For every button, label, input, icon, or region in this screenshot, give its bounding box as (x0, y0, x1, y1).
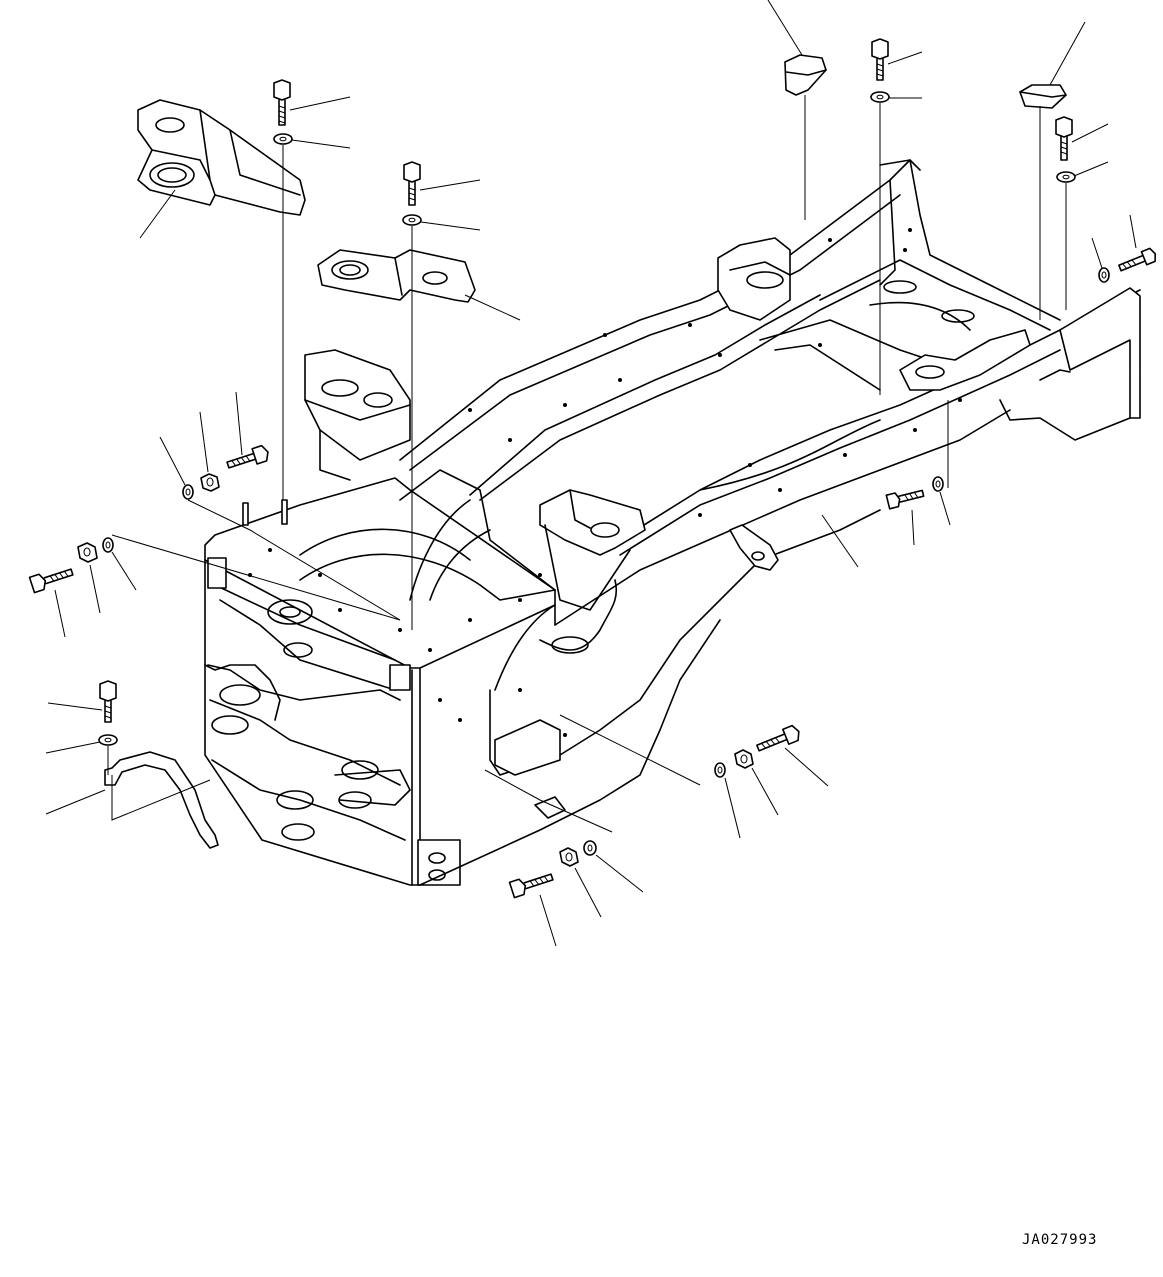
hex-bolt-icon (273, 79, 291, 126)
drawing-id-label: JA027993 (1022, 1232, 1098, 1248)
hex-bolt-icon (871, 38, 889, 81)
rear-left-mount (717, 237, 791, 321)
hex-bolt-icon (885, 489, 925, 510)
upper-center-mount-bracket (317, 249, 476, 303)
hex-bolt-icon (1055, 116, 1073, 161)
washer-icon (932, 476, 944, 492)
washer-icon (1098, 267, 1110, 283)
washer-icon (182, 484, 194, 500)
washer-icon (714, 762, 726, 778)
washer-icon (402, 214, 422, 226)
upper-left-mount-bracket (137, 99, 306, 216)
hose-clamp-bracket (104, 751, 219, 849)
leader-lines (45, 0, 1137, 947)
hex-bolt-icon (1118, 247, 1157, 272)
washer-icon (98, 734, 118, 746)
washer-icon (1056, 171, 1076, 183)
rear-right-mount (899, 329, 1031, 391)
hex-bolt-icon (99, 680, 117, 723)
hex-nut-icon (559, 847, 579, 867)
washer-icon (870, 91, 890, 103)
washer-icon (273, 133, 293, 145)
hole-pattern (248, 228, 962, 737)
fastener-set (28, 38, 1157, 899)
hex-bolt-icon (756, 724, 800, 752)
washer-icon (102, 537, 114, 553)
stopper-pad-left (784, 54, 827, 96)
right-cab-mount (539, 489, 646, 611)
lug-hook (729, 524, 779, 571)
hex-nut-icon (200, 473, 220, 492)
assembly-lines (107, 95, 1067, 833)
hex-bolt-icon (226, 444, 269, 469)
left-cab-mount (304, 349, 411, 481)
hex-nut-icon (77, 542, 98, 563)
main-frame (204, 159, 1141, 886)
hex-bolt-icon (508, 873, 554, 899)
hex-bolt-icon (403, 161, 421, 206)
stopper-pad-right (1019, 84, 1067, 109)
washer-icon (583, 840, 597, 856)
hex-bolt-icon (28, 568, 74, 594)
hex-nut-icon (734, 749, 754, 769)
